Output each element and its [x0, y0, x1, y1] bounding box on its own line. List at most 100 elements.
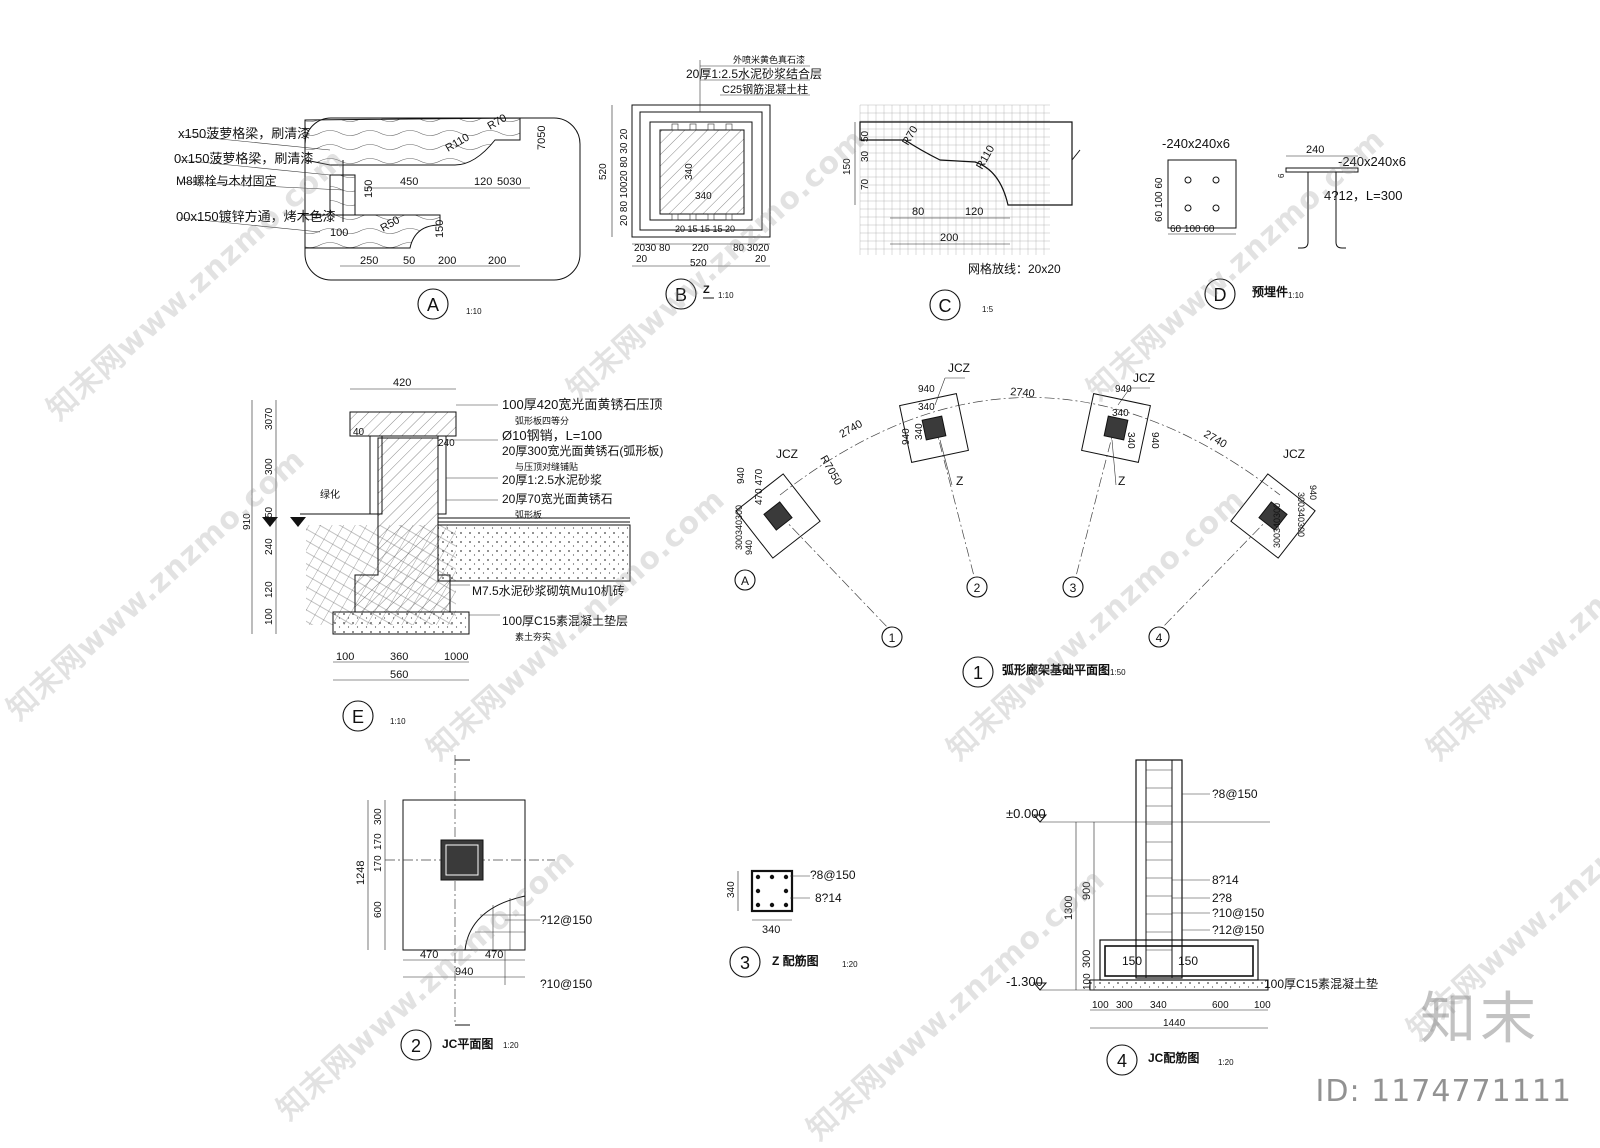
- e-v300: 300: [264, 458, 275, 475]
- p1-jcz-2: JCZ: [948, 361, 970, 375]
- p2-h940: 940: [455, 966, 473, 978]
- a-d200a: 200: [438, 255, 456, 267]
- p1-d300b: 300340300: [1296, 492, 1306, 537]
- e-h1000: 1000: [444, 651, 468, 663]
- d-rebar: 4?12，L=300: [1324, 188, 1402, 203]
- c-label: C: [939, 296, 952, 316]
- p1-d300: 300340300: [734, 505, 744, 550]
- p1-scale: 1:50: [1110, 668, 1126, 677]
- d-plate-right: -240x240x6: [1338, 154, 1406, 169]
- p2-h470b: 470: [485, 949, 503, 961]
- c-d200: 200: [940, 232, 958, 244]
- p3-stirrup: ?8@150: [810, 868, 856, 882]
- column-outer: [631, 104, 771, 238]
- column-core: [659, 129, 745, 215]
- c-scale: 1:5: [982, 305, 994, 314]
- column-section: [1135, 759, 1183, 979]
- p2-rebar-2: ?10@150: [540, 977, 593, 991]
- e-v120: 120: [264, 581, 275, 598]
- b-bot-right: 80 3020: [733, 243, 770, 254]
- b-d20b: 20: [755, 254, 767, 265]
- d-bottom: 60 100 60: [1170, 224, 1215, 235]
- a-d200b: 200: [488, 255, 506, 267]
- b-d220: 220: [692, 243, 709, 254]
- b-tag: Z: [703, 284, 710, 296]
- p1-r7050: R7050: [817, 454, 844, 488]
- p3-title: Z 配筋图: [772, 953, 819, 968]
- c-profile: [859, 121, 1073, 206]
- c-grid-note: 网格放线：20x20: [968, 261, 1061, 276]
- d-scale: 1:10: [1288, 291, 1304, 300]
- p1-d300c: 300340300: [1272, 503, 1282, 548]
- a-label: A: [427, 295, 439, 315]
- d-label: D: [1214, 285, 1227, 305]
- a-d250: 250: [360, 255, 378, 267]
- p4-lvl-top: ±0.000: [1006, 806, 1046, 821]
- c-d80: 80: [912, 206, 924, 218]
- p3-main: 8?14: [815, 891, 842, 905]
- embed-plate-plan: [1167, 159, 1237, 229]
- p4-r2: 8?14: [1212, 873, 1239, 887]
- arc-axis: [779, 397, 1281, 496]
- p4-h600: 600: [1212, 1000, 1229, 1011]
- c-d120: 120: [965, 206, 983, 218]
- brand-logo: 知末: [1420, 987, 1540, 1052]
- d-d6: 6: [1277, 173, 1286, 178]
- p4-scale: 1:20: [1218, 1058, 1234, 1067]
- p1-jcz-3: JCZ: [1133, 371, 1155, 385]
- p3-label: 3: [740, 953, 750, 973]
- e-note-1: 100厚420宽光面黄锈石压顶: [502, 397, 662, 412]
- p1-arc-3: 2740: [1202, 428, 1229, 451]
- p1-axis-a: A: [741, 574, 749, 588]
- a-note-4: 00x150镀锌方通，烤木色漆: [176, 209, 336, 224]
- e-v240: 240: [264, 538, 275, 555]
- p4-r4: ?10@150: [1212, 906, 1265, 920]
- b-d520h: 520: [690, 258, 707, 269]
- footing-2: [899, 393, 969, 463]
- e-label: E: [352, 707, 364, 727]
- a-scale: 1:10: [466, 307, 482, 316]
- d-left-v: 60 100 60: [1154, 177, 1165, 222]
- e-note-9: M7.5水泥砂浆砌筑Mu10机砖: [472, 583, 625, 598]
- e-h560: 560: [390, 669, 408, 681]
- c-d50: 50: [860, 130, 871, 142]
- b-scale: 1:10: [718, 291, 734, 300]
- d-plate-left: -240x240x6: [1162, 136, 1230, 151]
- detail-e: 420 40 240 100厚420宽光面黄锈石压顶 弧形板四等分 Ø10钢销，…: [242, 377, 663, 732]
- p4-v300: 300: [1081, 950, 1093, 968]
- p3-d340v: 340: [726, 881, 737, 898]
- e-v3070: 3070: [264, 407, 275, 430]
- p2-rebar-1: ?12@150: [540, 913, 593, 927]
- p2-v1248: 1248: [355, 861, 367, 885]
- b-label: B: [675, 285, 687, 305]
- detail-c: R70 R110 150 50 30 70 80 120 200 网格放线：20…: [842, 104, 1081, 321]
- footing-4: [1230, 473, 1316, 559]
- a-note-2: 0x150菠萝格梁，刷清漆: [174, 151, 313, 166]
- e-h100a: 100: [336, 651, 354, 663]
- a-d50: 50: [403, 255, 415, 267]
- p4-c150a: 150: [1122, 954, 1142, 968]
- p1-ax1: 1: [889, 631, 896, 645]
- detail-b: 外喷米黄色真石漆 20厚1:2.5水泥砂浆结合层 C25钢筋混凝土柱 520 2…: [598, 54, 822, 310]
- p4-v900: 900: [1081, 882, 1093, 900]
- p2-title: JC平面图: [442, 1037, 493, 1051]
- e-note-6: 20厚1:2.5水泥砂浆: [502, 472, 602, 487]
- detail-d: -240x240x6 60 100 60 60 100 60 240 -240x…: [1154, 136, 1406, 310]
- b-note-3: C25钢筋混凝土柱: [722, 82, 808, 96]
- plan-3: 340 340 ?8@150 8?14 3 Z 配筋图 1:20: [726, 868, 858, 978]
- e-pad: [332, 611, 470, 635]
- jc-column: [440, 839, 484, 881]
- c-r70: R70: [900, 124, 920, 147]
- e-note-10: 100厚C15素混凝土垫层: [502, 613, 628, 628]
- c-d150: 150: [842, 158, 853, 175]
- a-d150b: 150: [434, 220, 446, 238]
- b-note-2: 20厚1:2.5水泥砂浆结合层: [686, 66, 822, 81]
- c-r110: R110: [974, 143, 997, 171]
- p4-r3: 2?8: [1212, 891, 1232, 905]
- e-v240b: 240: [438, 438, 455, 449]
- p1-z-2: Z: [1118, 474, 1125, 488]
- p1-ax4: 4: [1156, 631, 1163, 645]
- p2-v300: 300: [373, 808, 384, 825]
- e-note-7: 20厚70宽光面黄锈石: [502, 491, 613, 506]
